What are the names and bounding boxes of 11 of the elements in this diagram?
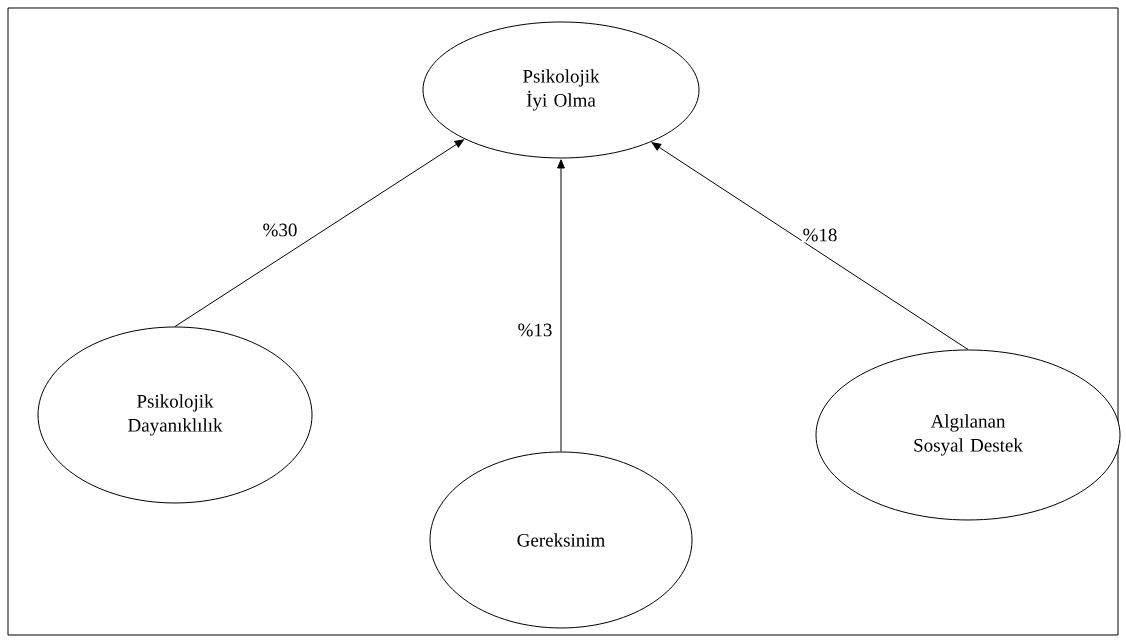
arrow <box>174 139 464 327</box>
edge-label: %13 <box>516 322 554 338</box>
arrow <box>651 142 969 350</box>
edge-label: %18 <box>801 227 839 243</box>
ellipse-node: Psikolojik Dayanıklılık <box>37 326 313 504</box>
ellipse-node: Algılanan Sosyal Destek <box>815 349 1121 521</box>
arrow <box>557 159 565 452</box>
ellipse-node: Psikolojik İyi Olma <box>422 21 700 159</box>
ellipse-node: Gereksinim <box>429 451 693 629</box>
edge-label: %30 <box>261 222 299 238</box>
node-label: Algılanan Sosyal Destek <box>914 414 1023 456</box>
